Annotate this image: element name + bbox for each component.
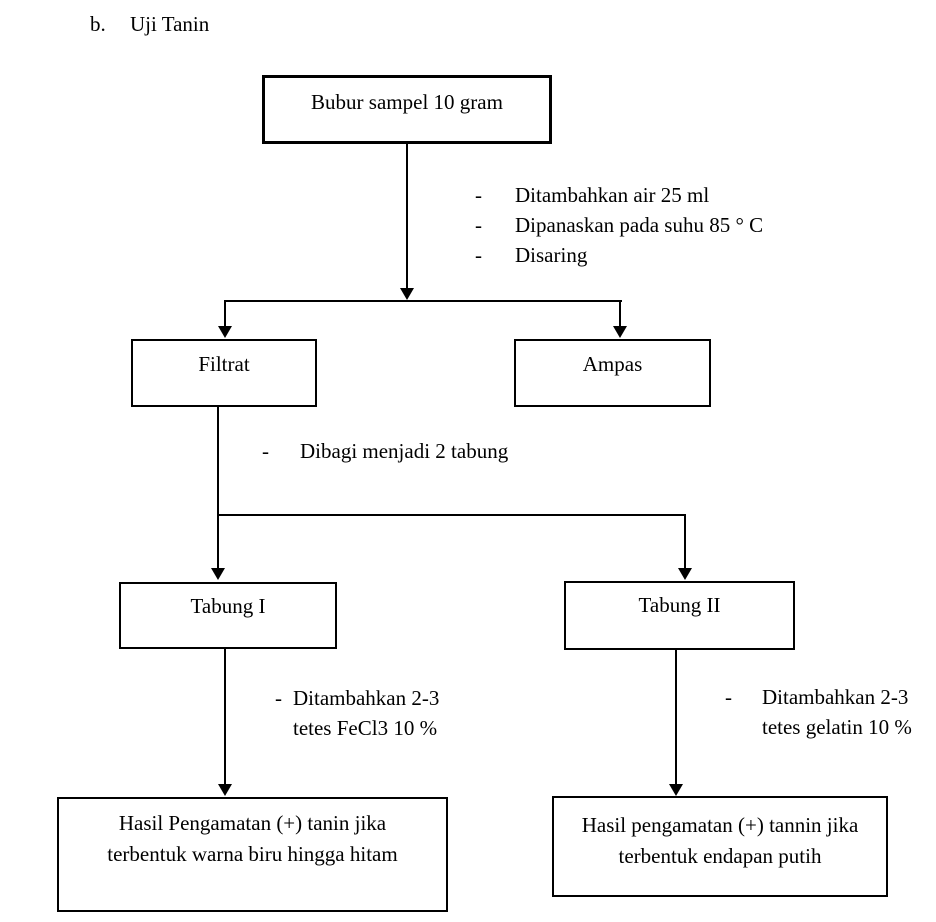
note-step4-item: - Ditambahkan 2-3: [725, 682, 912, 712]
note-step4: - Ditambahkan 2-3 tetes gelatin 10 %: [725, 682, 912, 742]
note-step3: - Ditambahkan 2-3 tetes FeCl3 10 %: [275, 683, 439, 743]
node-result2-line1: Hasil pengamatan (+) tannin jika: [581, 813, 859, 837]
connector-sample-down: [406, 144, 408, 289]
note-step4-continuation: tetes gelatin 10 %: [762, 715, 912, 739]
node-result2-line2: terbentuk endapan putih: [618, 844, 822, 868]
node-tabung1-label: Tabung I: [190, 594, 266, 618]
dash-bullet: -: [475, 213, 482, 237]
arrowhead-down-icon: [218, 326, 232, 338]
note-step3-continuation: tetes FeCl3 10 %: [293, 716, 438, 740]
note-step2-item: - Dibagi menjadi 2 tabung: [262, 436, 508, 466]
note-step1: - Ditambahkan air 25 ml - Dipanaskan pad…: [475, 180, 763, 270]
node-ampas-box: Ampas: [514, 339, 711, 407]
arrowhead-down-icon: [400, 288, 414, 300]
note-step1-item: - Ditambahkan air 25 ml: [475, 180, 763, 210]
connector-split-horizontal: [224, 300, 622, 302]
node-result2-box: Hasil pengamatan (+) tannin jika terbent…: [552, 796, 888, 897]
section-title: b. Uji Tanin: [90, 12, 209, 37]
connector-filtrat-down: [217, 407, 219, 569]
node-ampas-label: Ampas: [582, 352, 643, 376]
connector-tabung2-down: [675, 650, 677, 785]
node-filtrat-label: Filtrat: [198, 352, 250, 376]
dash-bullet: -: [475, 183, 482, 207]
connector-branch-right: [684, 514, 686, 569]
node-sample-label: Bubur sampel 10 gram: [311, 90, 503, 114]
node-sample-box: Bubur sampel 10 gram: [262, 75, 552, 144]
arrowhead-down-icon: [613, 326, 627, 338]
arrowhead-down-icon: [669, 784, 683, 796]
connector-split-left: [224, 300, 226, 327]
arrowhead-down-icon: [678, 568, 692, 580]
arrowhead-down-icon: [211, 568, 225, 580]
connector-split-right: [619, 300, 621, 327]
connector-branch-horizontal: [218, 514, 686, 516]
dash-bullet: -: [275, 686, 282, 710]
node-tabung2-box: Tabung II: [564, 581, 795, 650]
note-step3-item: - Ditambahkan 2-3: [275, 683, 439, 713]
node-tabung2-label: Tabung II: [638, 593, 721, 617]
node-result1-line2: terbentuk warna biru hingga hitam: [107, 842, 398, 866]
note-step1-item: - Disaring: [475, 240, 763, 270]
dash-bullet: -: [475, 243, 482, 267]
note-step2: - Dibagi menjadi 2 tabung: [262, 436, 508, 466]
arrowhead-down-icon: [218, 784, 232, 796]
dash-bullet: -: [262, 439, 269, 463]
node-tabung1-box: Tabung I: [119, 582, 337, 649]
node-result1-box: Hasil Pengamatan (+) tanin jika terbentu…: [57, 797, 448, 912]
node-result1-line1: Hasil Pengamatan (+) tanin jika: [118, 811, 387, 835]
connector-tabung1-down: [224, 649, 226, 785]
node-filtrat-box: Filtrat: [131, 339, 317, 407]
dash-bullet: -: [725, 685, 732, 709]
section-title-label: Uji Tanin: [130, 12, 210, 36]
note-step1-item: - Dipanaskan pada suhu 85 ° C: [475, 210, 763, 240]
section-title-marker: b.: [90, 12, 106, 36]
